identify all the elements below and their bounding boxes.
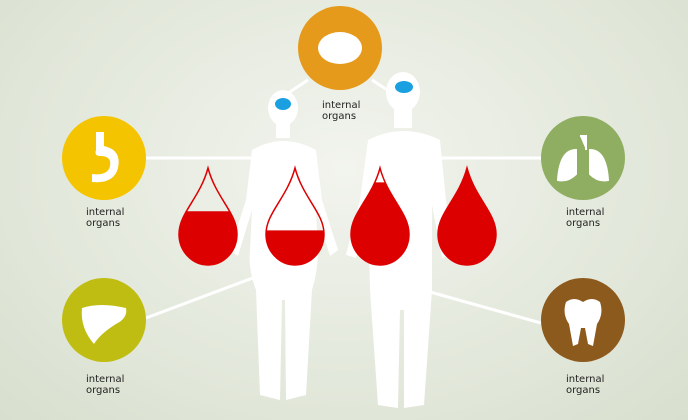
blood-drop-outline bbox=[437, 165, 497, 266]
label-lungs: internal organs bbox=[566, 207, 605, 229]
brain-icon bbox=[275, 98, 291, 110]
label-top: internal organs bbox=[322, 100, 361, 122]
blood-drop-fill bbox=[438, 168, 496, 265]
label-stomach: internal organs bbox=[86, 207, 125, 229]
connector-lines bbox=[145, 78, 542, 325]
blood-drop-outline bbox=[178, 165, 238, 266]
brain-icon bbox=[395, 81, 413, 93]
stomach-icon bbox=[92, 132, 119, 183]
label-tooth: internal organs bbox=[566, 374, 605, 396]
blood-drop-fill bbox=[351, 182, 409, 265]
lungs-circle bbox=[541, 116, 625, 200]
blood-drop-fill bbox=[179, 211, 237, 265]
stomach-circle bbox=[62, 116, 146, 200]
blood-drop-outline bbox=[265, 165, 325, 266]
organ-circles bbox=[62, 6, 625, 362]
label-liver: internal organs bbox=[86, 374, 125, 396]
lungs-icon bbox=[556, 135, 610, 182]
blood-drops bbox=[178, 165, 497, 266]
brain-icons bbox=[275, 81, 413, 110]
blood-drop-fill bbox=[266, 230, 324, 265]
tooth-icon bbox=[564, 299, 602, 346]
brain-organ-icon bbox=[318, 32, 362, 64]
blood-drop-outline bbox=[350, 165, 410, 266]
liver-icon bbox=[81, 305, 127, 344]
